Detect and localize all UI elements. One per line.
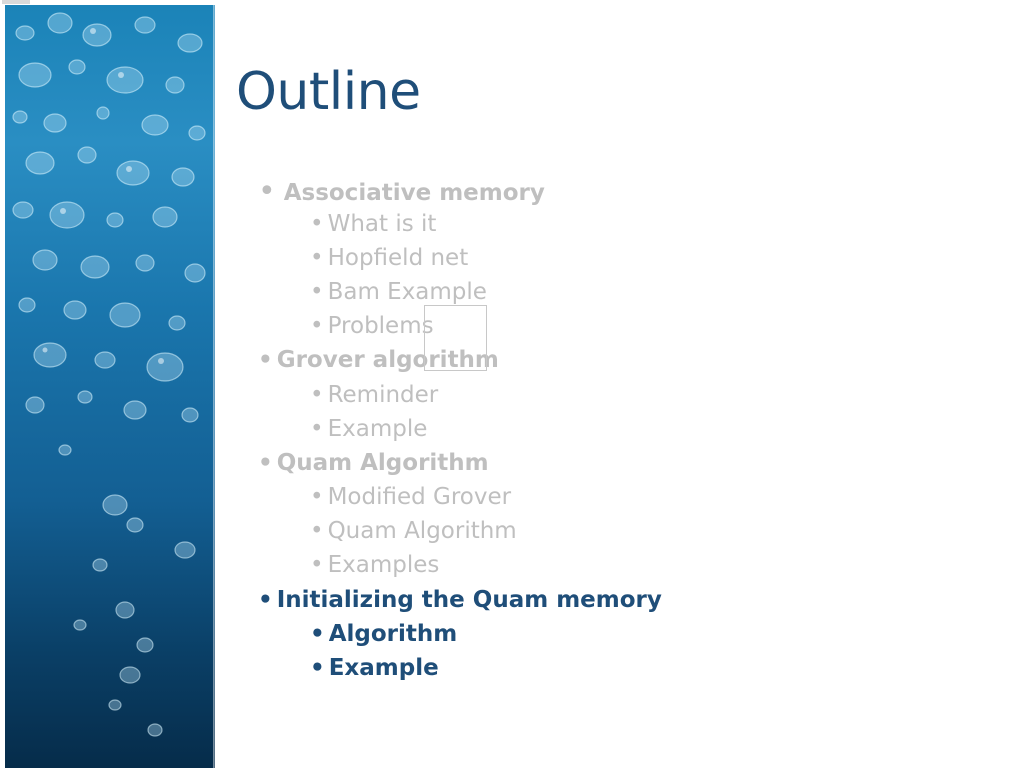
outline-item-text: Examples xyxy=(327,552,440,578)
outline-item-text: Modified Grover xyxy=(327,484,512,510)
outline-item-text: Quam Algorithm xyxy=(276,450,489,476)
bullet-icon: • xyxy=(258,587,273,613)
slide-title: Outline xyxy=(236,62,421,122)
outline-item-text: Problems xyxy=(327,313,434,339)
bullet-icon: • xyxy=(310,552,324,578)
outline-item-10: •Quam Algorithm xyxy=(310,518,517,544)
outline-item-12: •Initializing the Quam memory xyxy=(258,587,662,613)
outline-item-13: •Algorithm xyxy=(310,621,457,647)
outline-item-text: What is it xyxy=(327,211,437,237)
bullet-icon: • xyxy=(310,655,325,681)
outline-item-text: Bam Example xyxy=(327,279,487,305)
corner-mark xyxy=(2,0,30,4)
bullet-icon: • xyxy=(310,313,324,339)
outline-item-text: Reminder xyxy=(327,382,439,408)
outline-item-text: Initializing the Quam memory xyxy=(276,587,662,613)
outline-item-11: •Examples xyxy=(310,552,439,578)
outline-item-text: Associative memory xyxy=(283,180,545,206)
water-bubbles-image xyxy=(5,5,215,768)
bullet-icon: • xyxy=(310,484,324,510)
outline-item-14: •Example xyxy=(310,655,439,681)
outline-item-9: •Modified Grover xyxy=(310,484,511,510)
outline-item-3: •Bam Example xyxy=(310,279,487,305)
outline-item-text: Hopfield net xyxy=(327,245,469,271)
outline-item-4: •Problems xyxy=(310,313,434,339)
bullet-icon: • xyxy=(310,382,324,408)
outline-item-6: •Reminder xyxy=(310,382,438,408)
panel-edge xyxy=(213,5,217,768)
bullet-icon: • xyxy=(258,174,276,209)
outline-item-text: Quam Algorithm xyxy=(327,518,517,544)
bullet-icon: • xyxy=(258,347,273,373)
bullet-icon: • xyxy=(310,211,324,237)
outline-item-0: • Associative memory xyxy=(258,174,545,209)
bullet-icon: • xyxy=(310,518,324,544)
bullet-icon: • xyxy=(310,279,324,305)
outline-item-text: Example xyxy=(327,416,428,442)
bullet-icon: • xyxy=(310,621,325,647)
bullet-icon: • xyxy=(310,416,324,442)
selection-box[interactable] xyxy=(424,305,487,371)
bullet-icon: • xyxy=(310,245,324,271)
outline-item-text: Example xyxy=(328,655,439,681)
outline-item-2: •Hopfield net xyxy=(310,245,468,271)
outline-item-text: Algorithm xyxy=(328,621,458,647)
outline-item-text: Grover algorithm xyxy=(276,347,499,373)
outline-item-1: •What is it xyxy=(310,211,436,237)
outline-item-7: •Example xyxy=(310,416,427,442)
bullet-icon: • xyxy=(258,450,273,476)
outline-item-5: •Grover algorithm xyxy=(258,347,499,373)
outline-item-8: •Quam Algorithm xyxy=(258,450,489,476)
